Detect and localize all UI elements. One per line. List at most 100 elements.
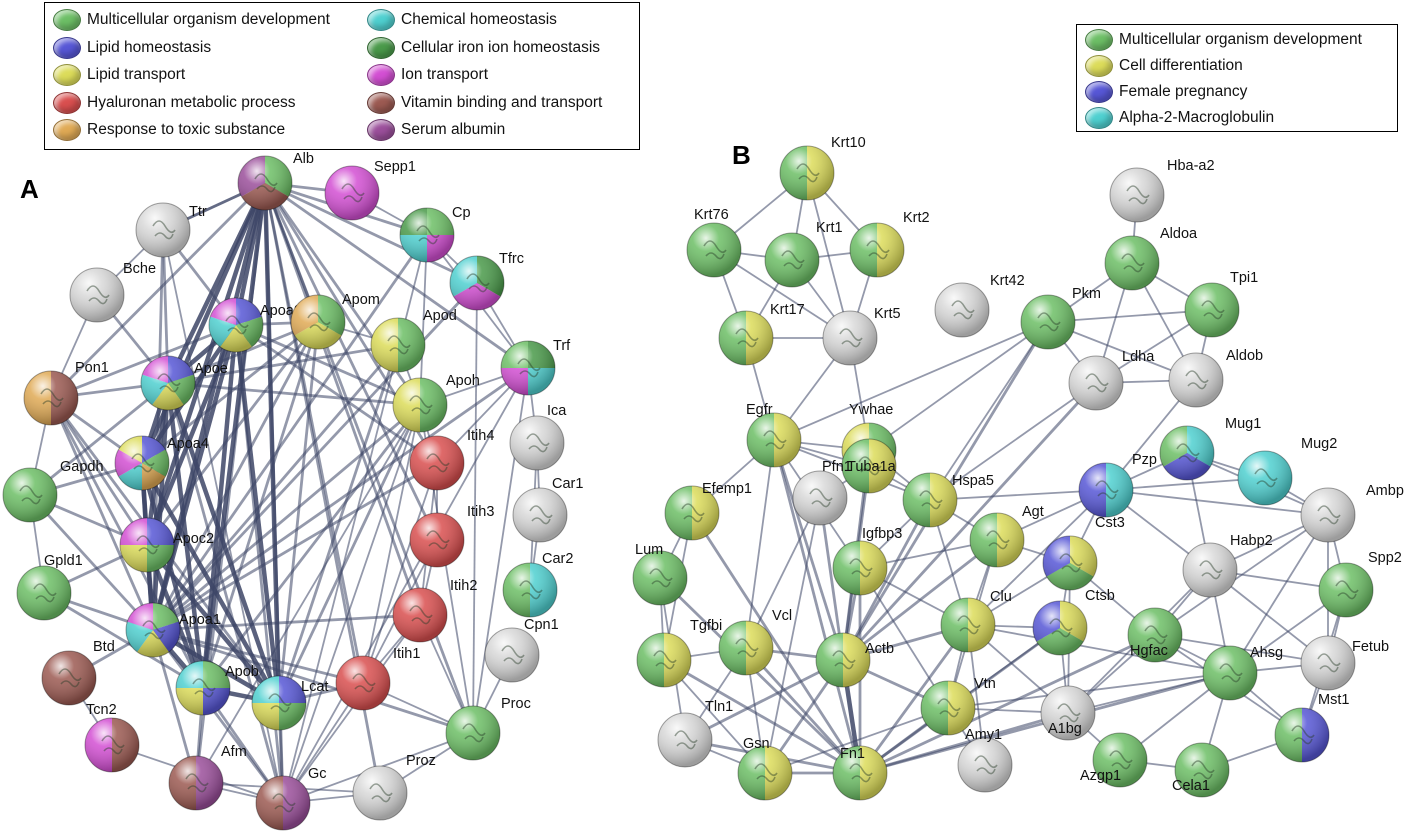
a-edge-Apoe-Gapdh — [29, 381, 169, 497]
protein-structure-icon — [937, 698, 961, 718]
node-label: Tpi1 — [1230, 270, 1258, 286]
b-node-efemp1[interactable]: Efemp1 — [664, 481, 752, 541]
b-node-krt1[interactable]: Krt1 — [764, 220, 843, 288]
a-node-tfrc[interactable]: Tfrc — [449, 251, 524, 311]
b-node-habp2[interactable]: Habp2 — [1182, 533, 1273, 598]
b-node-lum[interactable]: Lum — [632, 542, 688, 606]
a-node-apoa2[interactable]: Apoa2 — [208, 297, 302, 353]
a-node-proc[interactable]: Proc — [445, 696, 531, 761]
b-node-ambp[interactable]: Ambp — [1300, 483, 1404, 543]
a-node-gc[interactable]: Gc — [255, 766, 327, 831]
legend-swatch-icon — [53, 119, 81, 141]
b-node-mst1[interactable]: Mst1 — [1274, 692, 1349, 763]
a-node-car1[interactable]: Car1 — [512, 476, 583, 543]
a-node-apoh[interactable]: Apoh — [392, 373, 480, 433]
b-node-tln1[interactable]: Tln1 — [657, 699, 733, 768]
node-label: Tfrc — [499, 251, 524, 267]
b-node-krt17[interactable]: Krt17 — [718, 302, 805, 366]
node-gloss — [737, 745, 793, 801]
b-node-azgp1[interactable]: Azgp1 — [1080, 732, 1148, 788]
a-node-gpld1[interactable]: Gpld1 — [16, 553, 83, 621]
a-edge-Apom-Apoc2 — [145, 321, 320, 546]
node-gloss — [1127, 607, 1183, 663]
a-node-afm[interactable]: Afm — [168, 744, 247, 811]
b-node-krt76[interactable]: Krt76 — [686, 207, 742, 278]
b-node-fetub[interactable]: Fetub — [1300, 635, 1389, 691]
a-node-itih2[interactable]: Itih2 — [392, 578, 477, 643]
a-node-apoa4[interactable]: Apoa4 — [114, 435, 209, 491]
a-node-apom[interactable]: Apom — [290, 292, 380, 350]
node-label: Bche — [123, 261, 156, 277]
a-node-apoc2[interactable]: Apoc2 — [119, 517, 214, 573]
b-node-hgfac[interactable]: Hgfac — [1127, 607, 1183, 663]
a-node-car2[interactable]: Car2 — [502, 551, 573, 618]
legend-swatch-icon — [53, 36, 81, 59]
b-node-pkm[interactable]: Pkm — [1020, 286, 1101, 350]
a-node-itih1[interactable]: Itih1 — [335, 646, 420, 711]
b-node-gsn[interactable]: Gsn — [737, 736, 793, 801]
a-node-sepp1[interactable]: Sepp1 — [324, 159, 416, 221]
b-node-egfr[interactable]: Egfr — [746, 402, 802, 468]
b-node-ldha[interactable]: Ldha — [1068, 349, 1155, 411]
b-node-amy1[interactable]: Amy1 — [957, 727, 1013, 793]
b-node-agt[interactable]: Agt — [969, 504, 1044, 568]
protein-structure-icon — [951, 300, 975, 320]
b-node-actb[interactable]: Actb — [815, 632, 894, 688]
b-node-igfbp3[interactable]: Igfbp3 — [832, 526, 902, 596]
b-node-ctsb[interactable]: Ctsb — [1032, 588, 1115, 656]
a-node-tcn2[interactable]: Tcn2 — [84, 702, 140, 773]
a-node-bche[interactable]: Bche — [69, 261, 156, 323]
b-node-cst3[interactable]: Cst3 — [1042, 515, 1125, 591]
b-node-krt10[interactable]: Krt10 — [779, 135, 866, 201]
b-node-fn1[interactable]: Fn1 — [832, 745, 888, 801]
a-node-gapdh[interactable]: Gapdh — [2, 459, 104, 523]
b-node-hspa5[interactable]: Hspa5 — [902, 472, 994, 528]
b-node-krt5[interactable]: Krt5 — [822, 306, 901, 366]
a-node-apob[interactable]: Apob — [175, 660, 259, 716]
a-node-btd[interactable]: Btd — [41, 639, 115, 706]
b-edge-Pfn1-Gsn — [764, 497, 821, 774]
a-node-lcat[interactable]: Lcat — [251, 675, 328, 731]
a-node-pon1[interactable]: Pon1 — [23, 360, 109, 426]
a-node-itih3[interactable]: Itih3 — [409, 504, 494, 568]
b-node-mug2[interactable]: Mug2 — [1237, 436, 1337, 506]
protein-structure-icon — [839, 328, 863, 348]
b-node-krt42[interactable]: Krt42 — [934, 273, 1025, 338]
b-node-aldob[interactable]: Aldob — [1168, 348, 1263, 408]
a-node-apod[interactable]: Apod — [370, 308, 457, 373]
a-node-ttr[interactable]: Ttr — [135, 202, 207, 258]
a-edge-Apoa1-Proc — [152, 628, 474, 735]
protein-structure-icon — [986, 530, 1010, 550]
b-node-vcl[interactable]: Vcl — [718, 608, 792, 676]
a-node-apoe[interactable]: Apoe — [140, 355, 228, 411]
b-node-spp2[interactable]: Spp2 — [1318, 550, 1402, 618]
b-node-krt2[interactable]: Krt2 — [849, 210, 930, 278]
a-node-apoa1[interactable]: Apoa1 — [125, 602, 221, 658]
a-edge-Apoe-Apoa1 — [150, 382, 171, 631]
node-gloss — [502, 562, 558, 618]
b-node-tpi1[interactable]: Tpi1 — [1184, 270, 1258, 338]
b-node-aldoa[interactable]: Aldoa — [1104, 226, 1198, 291]
a-node-alb[interactable]: Alb — [237, 151, 314, 211]
a-node-trf[interactable]: Trf — [500, 338, 571, 396]
protein-structure-icon — [519, 580, 543, 600]
b-node-a1bg[interactable]: A1bg — [1040, 685, 1096, 741]
b-node-pfn1[interactable]: Pfn1 — [792, 459, 852, 526]
protein-structure-icon — [957, 615, 981, 635]
b-node-tgfbi[interactable]: Tgfbi — [636, 618, 722, 688]
b-node-vtn[interactable]: Vtn — [920, 676, 996, 736]
a-node-itih4[interactable]: Itih4 — [409, 428, 494, 491]
a-node-cpn1[interactable]: Cpn1 — [484, 617, 559, 683]
a-node-ica[interactable]: Ica — [509, 403, 567, 471]
a-node-proz[interactable]: Proz — [352, 753, 436, 821]
b-node-tuba1a[interactable]: Tuba1a — [841, 438, 897, 494]
b-node-ahsg[interactable]: Ahsg — [1202, 645, 1283, 701]
b-node-pzp[interactable]: Pzp — [1078, 452, 1157, 518]
b-node-hba-a2[interactable]: Hba-a2 — [1109, 158, 1215, 223]
node-label: Apoa4 — [167, 436, 209, 452]
b-node-clu[interactable]: Clu — [940, 589, 1012, 653]
b-node-cela1[interactable]: Cela1 — [1172, 742, 1230, 798]
b-node-mug1[interactable]: Mug1 — [1159, 416, 1261, 481]
a-node-cp[interactable]: Cp — [399, 205, 471, 263]
